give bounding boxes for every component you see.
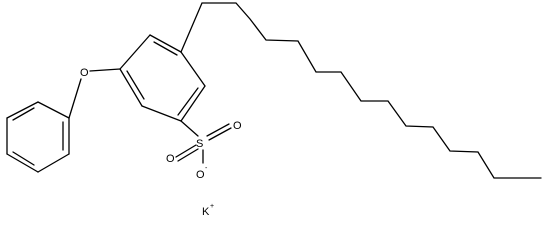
sulfonate-group: S O O O - <box>166 120 242 181</box>
double-bond-inner <box>12 107 35 121</box>
sulfonyl-oxygen-label: O <box>233 120 242 132</box>
bond <box>141 105 182 122</box>
potassium-ion: K + <box>202 203 214 218</box>
sulfonyl-oxygen-label: O <box>166 153 175 165</box>
potassium-label: K <box>202 206 210 218</box>
ether-linkage: O <box>68 67 121 119</box>
bond <box>208 127 232 141</box>
bond <box>6 153 39 173</box>
bond <box>6 101 39 119</box>
chemical-structure-diagram: O S O O O - K + <box>6 2 542 218</box>
double-bond-inner <box>12 151 35 166</box>
double-bond-inner <box>126 70 145 100</box>
bond <box>177 148 199 162</box>
double-bond-inner <box>153 41 178 56</box>
bond <box>206 123 230 137</box>
bond <box>119 68 143 107</box>
dodecyl-chain <box>180 2 542 179</box>
alkyl-chain <box>180 2 542 179</box>
bond <box>37 101 70 119</box>
central-benzene-ring <box>119 34 206 122</box>
positive-charge-label: + <box>210 203 214 210</box>
bond <box>180 51 206 87</box>
bond <box>68 78 82 119</box>
bond <box>149 34 182 53</box>
phenyl-ring <box>6 101 70 173</box>
bond <box>175 144 197 158</box>
oxygen-ether-label: O <box>80 67 89 79</box>
double-bond-inner <box>177 87 199 116</box>
bond <box>89 68 121 72</box>
sulfur-label: S <box>196 138 203 150</box>
bond <box>37 153 70 173</box>
bond <box>119 34 151 70</box>
sulfonate-oxygen-label: O <box>196 169 205 181</box>
negative-charge-label: - <box>205 165 208 172</box>
bond <box>180 85 206 122</box>
bond <box>180 120 199 137</box>
